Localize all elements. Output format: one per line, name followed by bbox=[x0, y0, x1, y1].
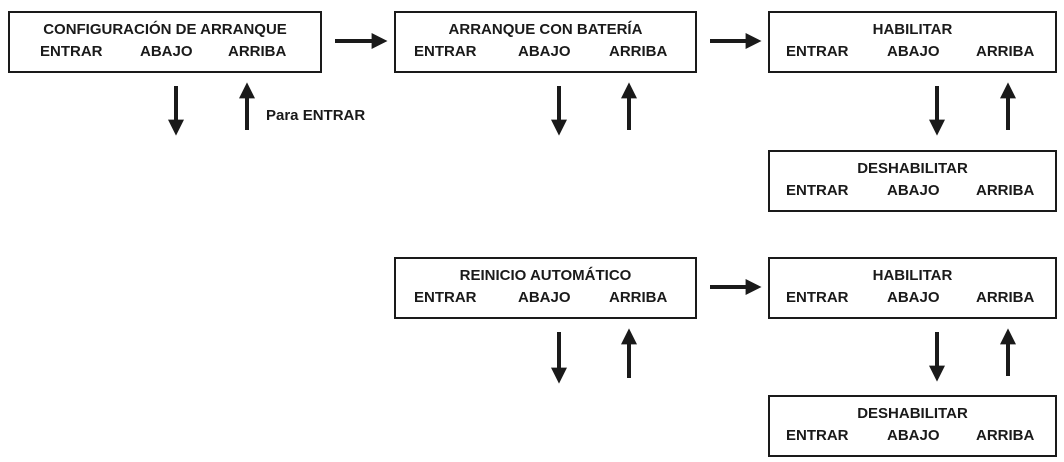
box-restart-disable: DESHABILITAR ENTRAR ABAJO ARRIBA bbox=[768, 395, 1057, 457]
box-auto-restart: REINICIO AUTOMÁTICO ENTRAR ABAJO ARRIBA bbox=[394, 257, 697, 319]
key-enter: ENTRAR bbox=[786, 43, 849, 60]
key-enter: ENTRAR bbox=[40, 43, 103, 60]
box-keys: ENTRAR ABAJO ARRIBA bbox=[770, 427, 1055, 447]
box-keys: ENTRAR ABAJO ARRIBA bbox=[396, 289, 695, 309]
box-title: DESHABILITAR bbox=[857, 405, 968, 422]
key-down: ABAJO bbox=[140, 43, 193, 60]
box-title: ARRANQUE CON BATERÍA bbox=[448, 21, 643, 38]
box-keys: ENTRAR ABAJO ARRIBA bbox=[396, 43, 695, 63]
key-up: ARRIBA bbox=[976, 427, 1035, 444]
key-up: ARRIBA bbox=[976, 289, 1035, 306]
box-title: DESHABILITAR bbox=[857, 160, 968, 177]
key-enter: ENTRAR bbox=[786, 182, 849, 199]
box-restart-enable: HABILITAR ENTRAR ABAJO ARRIBA bbox=[768, 257, 1057, 319]
box-title: HABILITAR bbox=[872, 21, 953, 38]
key-enter: ENTRAR bbox=[786, 427, 849, 444]
key-down: ABAJO bbox=[518, 289, 571, 306]
key-up: ARRIBA bbox=[976, 43, 1035, 60]
box-startup-config: CONFIGURACIÓN DE ARRANQUE ENTRAR ABAJO A… bbox=[8, 11, 322, 73]
box-title: CONFIGURACIÓN DE ARRANQUE bbox=[43, 21, 287, 38]
key-up: ARRIBA bbox=[609, 43, 668, 60]
key-up: ARRIBA bbox=[976, 182, 1035, 199]
key-down: ABAJO bbox=[887, 427, 940, 444]
key-enter: ENTRAR bbox=[414, 289, 477, 306]
key-down: ABAJO bbox=[887, 43, 940, 60]
key-down: ABAJO bbox=[887, 289, 940, 306]
box-keys: ENTRAR ABAJO ARRIBA bbox=[770, 182, 1055, 202]
key-down: ABAJO bbox=[518, 43, 571, 60]
box-battery-start: ARRANQUE CON BATERÍA ENTRAR ABAJO ARRIBA bbox=[394, 11, 697, 73]
box-keys: ENTRAR ABAJO ARRIBA bbox=[770, 43, 1055, 63]
key-enter: ENTRAR bbox=[414, 43, 477, 60]
box-keys: ENTRAR ABAJO ARRIBA bbox=[770, 289, 1055, 309]
key-down: ABAJO bbox=[887, 182, 940, 199]
box-title: REINICIO AUTOMÁTICO bbox=[459, 267, 632, 284]
key-enter: ENTRAR bbox=[786, 289, 849, 306]
box-keys: ENTRAR ABAJO ARRIBA bbox=[10, 43, 320, 63]
key-up: ARRIBA bbox=[228, 43, 287, 60]
box-battery-enable: HABILITAR ENTRAR ABAJO ARRIBA bbox=[768, 11, 1057, 73]
box-title: HABILITAR bbox=[872, 267, 953, 284]
note-to-enter: Para ENTRAR bbox=[266, 107, 366, 124]
key-up: ARRIBA bbox=[609, 289, 668, 306]
box-battery-disable: DESHABILITAR ENTRAR ABAJO ARRIBA bbox=[768, 150, 1057, 212]
